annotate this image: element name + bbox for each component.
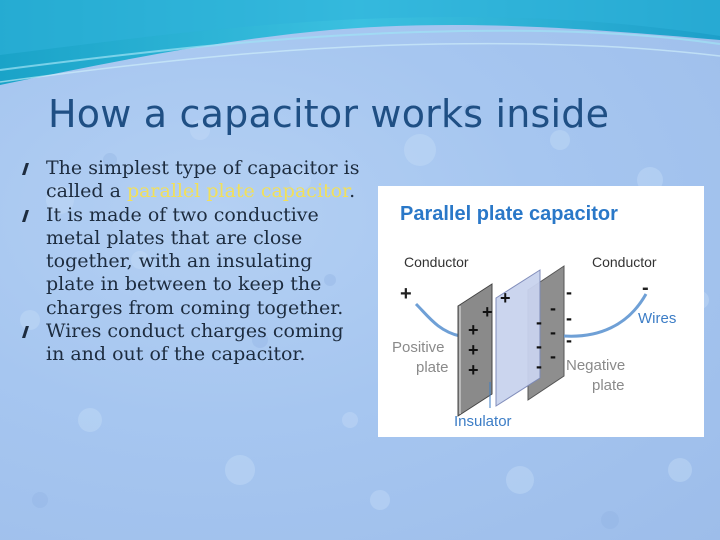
wire-plus-sign: + [400,283,412,305]
slide-title: How a capacitor works inside [48,92,610,136]
wire-minus-sign: - [642,277,649,299]
bullet-marker-icon: 🙼 [22,323,29,343]
bullet-text: It is made of two conductive metal plate… [46,203,344,319]
insulator-label: Insulator [454,413,512,430]
positive-plate-label-line1: Positive [392,339,445,356]
positive-plate-label-line2: plate [416,359,449,376]
negative-charges: - - - - - - - - - [536,282,572,376]
charge-minus: - [550,346,556,366]
insulator-plate [495,269,541,407]
negative-plate-label-line1: Negative [566,357,625,374]
bullet-item: 🙼 Wires conduct charges coming in and ou… [22,320,362,367]
charge-minus: - [536,356,542,376]
charge-minus: - [550,322,556,342]
charge-minus: - [566,282,572,302]
charge-plus: + [468,320,479,340]
charge-plus: + [500,288,511,308]
charge-plus: + [482,302,493,322]
diagram-heading: Parallel plate capacitor [400,203,618,225]
highlighted-term: parallel plate capacitor [126,180,350,203]
charge-minus: - [536,312,542,332]
charge-minus: - [550,298,556,318]
charge-plus: + [468,360,479,380]
left-wire [414,302,461,338]
wires-label: Wires [638,310,676,327]
bullet-list: 🙼 The simplest type of capacitor is call… [22,157,362,367]
right-wire [563,293,648,338]
bullet-item: 🙼 The simplest type of capacitor is call… [22,157,362,204]
header-banner [0,0,720,85]
charge-minus: - [566,330,572,350]
bullet-text-end: . [349,180,356,203]
capacitor-diagram: Parallel plate capacitor Conductor Condu… [378,186,704,437]
bullet-text: The simplest type of capacitor is called… [46,157,360,203]
bullet-marker-icon: 🙼 [22,206,29,226]
negative-plate-label-line2: plate [592,377,625,394]
positive-charges: + + + + + [468,288,511,380]
conductor-right-label: Conductor [592,254,657,270]
bullet-marker-icon: 🙼 [22,160,29,179]
charge-minus: - [536,336,542,356]
bullet-item: 🙼 It is made of two conductive metal pla… [22,204,362,320]
charge-minus: - [566,308,572,328]
bullet-text: Wires conduct charges coming in and out … [46,320,344,366]
charge-plus: + [468,340,479,360]
conductor-left-label: Conductor [404,254,469,270]
positive-plate [457,283,493,417]
